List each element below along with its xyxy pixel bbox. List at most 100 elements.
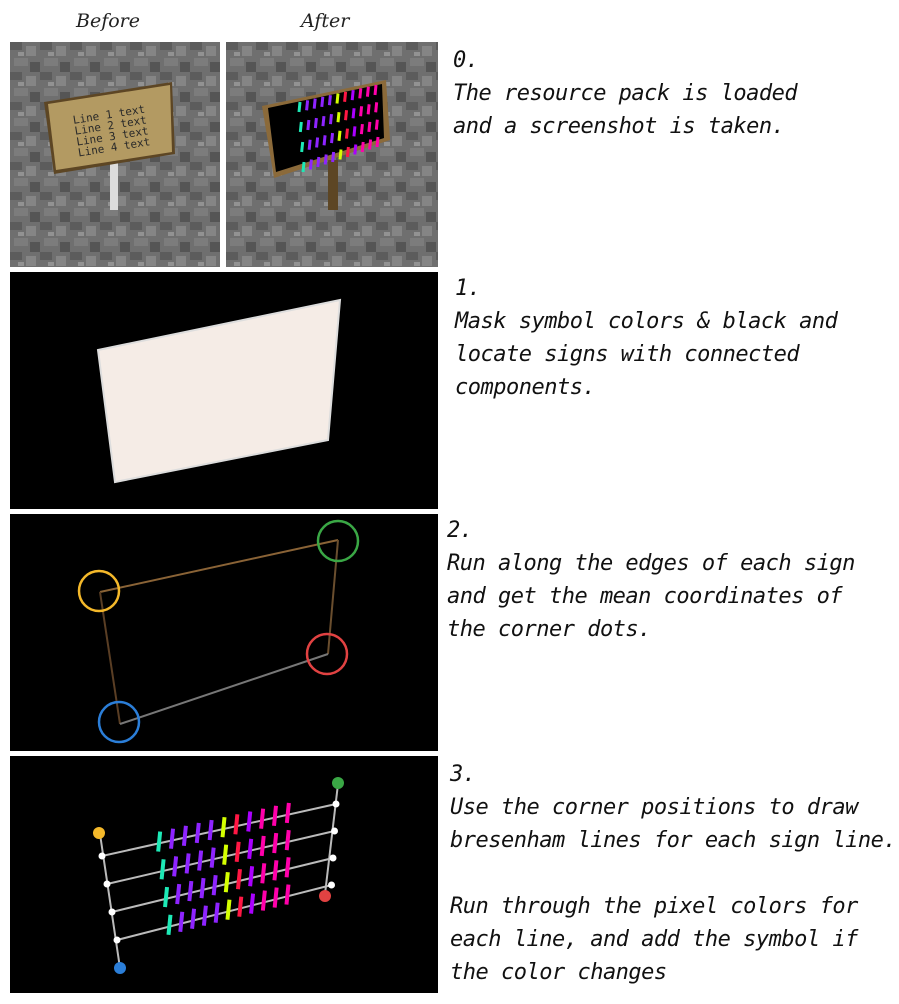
symbol-mark [271,805,278,826]
symbol-mark [249,893,256,914]
symbol-mark [209,847,216,868]
line-endpoint-dot [108,908,116,916]
symbol-mark [272,887,279,908]
line-endpoint-dot [103,880,111,888]
symbol-mark [316,156,321,168]
corner-top-right-dot [332,777,344,789]
symbol-mark [207,819,214,841]
symbol-mark [213,902,220,923]
symbol-mark [351,108,356,119]
symbol-mark [211,874,218,896]
line-endpoint-dot [113,936,121,944]
symbol-mark [359,123,364,135]
line-endpoint-dot [98,852,106,860]
symbol-mark [233,814,240,835]
mask-panel [10,272,438,509]
corner-top-left-dot [93,827,105,839]
symbol-mark [284,829,291,851]
sign-post [110,162,118,210]
symbol-mark [187,880,194,902]
symbol-mark [199,877,206,899]
symbol-mark [272,860,279,881]
symbol-mark [312,98,317,109]
symbol-mark [220,817,227,838]
line-endpoint-dot [328,881,335,889]
symbol-mark [178,911,185,932]
symbol-mark [327,95,332,106]
symbol-mark [337,130,342,141]
wooden-sign: Line 1 text Line 2 text Line 3 text Line… [44,82,175,174]
symbol-mark [308,159,313,170]
symbol-mark [338,149,343,160]
bresenham-line [106,830,335,885]
bresenham-line [116,884,332,941]
step-3-number: 3. [450,762,476,787]
symbol-mark [345,146,350,158]
symbol-mark [225,899,232,920]
symbol-mark [344,128,349,139]
corner-bottom-right-circle [305,632,349,676]
symbol-mark [223,871,230,893]
corner-top-right-circle [316,519,360,563]
symbol-mark [259,835,266,857]
step-2-number: 2. [447,518,473,543]
symbol-mark [190,908,197,929]
bresenham-panel [10,756,438,993]
symbol-mark [375,136,380,148]
after-header: After [301,10,350,32]
symbol-mark [259,808,266,829]
step-2-text: Run along the edges of each sign and get… [447,551,855,642]
symbol-mark [373,84,378,96]
symbol-mark [366,104,371,115]
before-screenshot: Line 1 text Line 2 text Line 3 text Line… [10,42,220,267]
line-endpoint-dot [329,854,337,862]
symbol-mark [222,844,229,865]
symbol-mark [365,86,370,97]
before-header: Before [76,10,141,32]
step-1: 1. Mask symbol colors & black and locate… [455,272,838,404]
symbol-mark [368,139,373,150]
symbol-mark [260,863,267,884]
symbol-mark [247,838,254,860]
edges-panel [10,514,438,751]
step-0-text: The resource pack is loaded and a screen… [453,81,798,139]
symbol-mark [331,151,336,163]
symbol-mark [374,119,379,130]
symbol-mark [300,141,305,153]
line-endpoint-dot [331,827,338,835]
symbol-mark [353,144,358,155]
symbol-mark [181,825,188,846]
symbol-mark [343,91,348,102]
corner-bottom-left-dot [114,962,126,974]
corner-bottom-left-circle [97,700,141,744]
bresenham-line [111,857,334,913]
symbol-mark [344,110,349,121]
symbol-mark [323,154,328,165]
symbol-mark [352,126,357,137]
symbol-mark [194,822,201,844]
symbol-mark [321,115,326,127]
symbol-mark [315,137,320,148]
symbol-mark [237,896,244,917]
symbol-mark [330,132,335,144]
symbol-mark [159,859,166,880]
symbol-mark [166,914,173,935]
symbol-mark [305,100,310,111]
symbol-mark [284,802,291,824]
sign-mask [96,298,342,484]
symbol-mark [306,119,311,131]
symbol-mark [301,161,306,173]
symbol-mark [358,88,363,99]
symbol-mark [248,866,255,887]
sign-edges [99,539,339,725]
step-3: 3. Use the corner positions to draw bres… [450,758,897,989]
sign-post [328,160,338,210]
step-0-number: 0. [453,48,479,73]
symbol-mark [307,139,312,150]
symbol-mark [298,121,303,133]
symbol-mark [335,93,340,104]
symbol-mark [374,102,379,113]
bresenham-lines [101,803,337,941]
symbol-mark [328,113,333,125]
step-1-text: Mask symbol colors & black and locate si… [455,309,838,400]
